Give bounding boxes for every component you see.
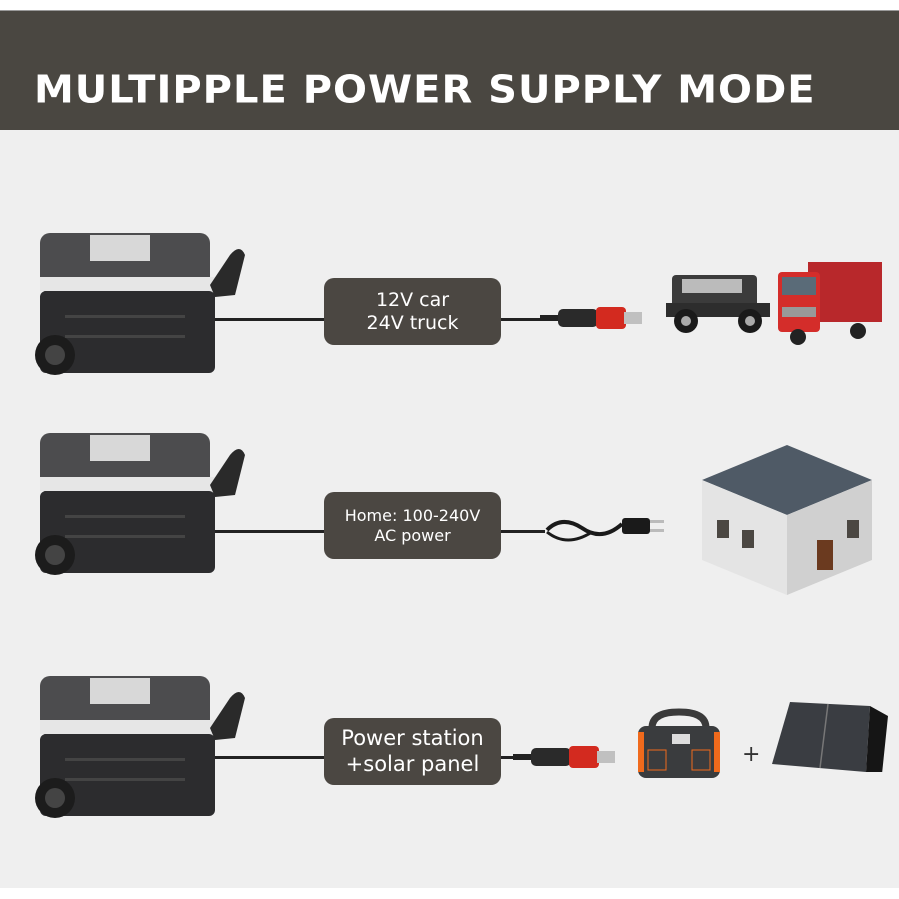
car-plug-icon [540,307,642,329]
mode-label-line1: Power station [341,726,484,751]
cooler-image [35,676,245,818]
mode-label-line1: 12V car [375,288,450,311]
jeep-car-icon [666,275,770,333]
cooler-image [35,433,245,575]
mode-row-car: 12V car 24V truck [0,225,899,395]
house-icon [702,445,872,595]
header-banner: MULTIPPLE POWER SUPPLY MODE [0,10,899,130]
solar-panel-icon [772,702,888,772]
mode-label: 12V car 24V truck [324,278,501,345]
mode-label-line2: AC power [374,525,451,545]
mode-row-home: Home: 100-240V AC power [0,425,899,595]
mode-row-power-station: Power station +solar panel + [0,668,899,838]
power-station-icon [638,708,720,778]
mode-label: Power station +solar panel [324,718,501,785]
red-truck-icon [778,262,882,345]
cooler-image [35,233,245,375]
mode-label: Home: 100-240V AC power [324,492,501,559]
mode-label-line1: Home: 100-240V [344,506,481,526]
plus-sign: + [742,742,761,767]
mode-label-line2: +solar panel [345,751,480,776]
page-title: MULTIPPLE POWER SUPPLY MODE [34,68,816,112]
car-plug-icon [513,746,615,768]
ac-plug-icon [545,518,664,542]
mode-label-line2: 24V truck [366,311,459,334]
